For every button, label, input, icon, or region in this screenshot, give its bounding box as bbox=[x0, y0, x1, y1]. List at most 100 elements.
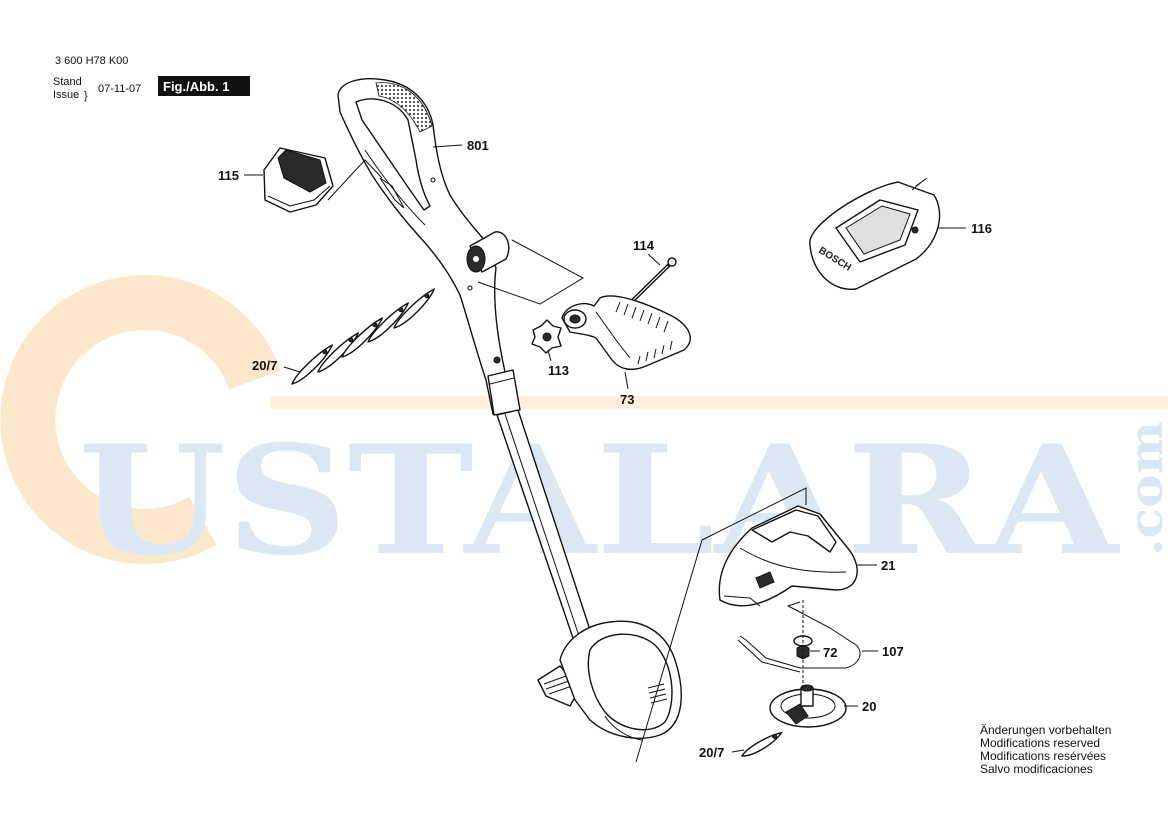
blade-5 bbox=[393, 288, 435, 329]
blade-3-hole bbox=[372, 322, 378, 328]
handle-trigger bbox=[379, 177, 405, 209]
leader-113 bbox=[547, 349, 552, 362]
charger-led bbox=[911, 226, 919, 234]
notice-line-en: Modifications reserved bbox=[980, 736, 1100, 750]
aux-handle-assembly-line bbox=[477, 239, 585, 305]
brace-glyph: } bbox=[84, 90, 88, 102]
leader-20-7-lower bbox=[731, 749, 745, 753]
shaft-collar bbox=[487, 369, 521, 416]
blade-3-shape bbox=[341, 317, 383, 358]
blade-3 bbox=[341, 317, 383, 358]
battery-terminal bbox=[277, 149, 327, 193]
callout-labels: 801 115 116 114 113 73 20/7 21 107 72 20… bbox=[218, 138, 992, 760]
battery-base-line bbox=[267, 185, 331, 207]
blade-4-shape bbox=[367, 302, 409, 343]
watermark-suffix: .com bbox=[1119, 421, 1168, 556]
guard-plate-edge bbox=[737, 639, 801, 673]
elbow-knob-hub bbox=[473, 256, 479, 262]
knob-nut-hole bbox=[542, 332, 552, 342]
guard-plate-outline bbox=[739, 601, 861, 669]
motor-base-line bbox=[604, 715, 643, 741]
issue-label: Issue bbox=[53, 89, 79, 101]
header-block: 3 600 H78 K00 Stand Issue } 07-11-07 Fig… bbox=[53, 55, 250, 102]
blade-2-shape bbox=[317, 332, 359, 373]
callout-107: 107 bbox=[882, 644, 904, 659]
part-20-7-blade-set bbox=[291, 288, 435, 385]
bolt-head bbox=[667, 257, 677, 267]
motor-cover bbox=[587, 633, 673, 731]
battery-assembly-line bbox=[327, 159, 383, 201]
callout-801: 801 bbox=[467, 138, 489, 153]
callout-21: 21 bbox=[881, 558, 895, 573]
aux-handle-grip-ridges bbox=[615, 301, 673, 365]
modifications-notice: Änderungen vorbehalten Modifications res… bbox=[980, 723, 1111, 776]
figure-badge bbox=[158, 76, 250, 96]
leader-73 bbox=[624, 371, 629, 390]
blade-disc-blade-mount bbox=[785, 703, 809, 725]
notice-line-es: Salvo modificaciones bbox=[980, 762, 1093, 776]
part-21-guard bbox=[718, 505, 858, 607]
blade-4-hole bbox=[398, 307, 404, 313]
aux-handle-body bbox=[561, 295, 691, 371]
watermark-ring bbox=[0, 274, 281, 564]
leader-20-7-upper bbox=[283, 366, 301, 373]
charger-bay-inner bbox=[845, 205, 911, 255]
cutting-head-assembly-bracket bbox=[635, 487, 807, 763]
part-73-auxiliary-handle bbox=[561, 295, 691, 371]
blade-2-hole bbox=[348, 337, 354, 343]
guard-lower-lip bbox=[723, 595, 761, 607]
document-number: 3 600 H78 K00 bbox=[55, 55, 128, 67]
body-button bbox=[493, 356, 501, 364]
callout-114: 114 bbox=[633, 238, 655, 253]
blade-4 bbox=[367, 302, 409, 343]
callout-20: 20 bbox=[862, 699, 876, 714]
part-801-trimmer-body bbox=[337, 78, 682, 741]
stand-label: Stand bbox=[53, 76, 82, 88]
part-107-guard-plate bbox=[737, 601, 861, 673]
leader-114 bbox=[647, 253, 661, 266]
blade-5-hole bbox=[424, 293, 430, 299]
callout-113: 113 bbox=[548, 363, 569, 378]
notice-line-de: Änderungen vorbehalten bbox=[980, 723, 1111, 737]
callout-20-7-upper: 20/7 bbox=[252, 358, 277, 373]
figure-label: Fig./Abb. 1 bbox=[163, 79, 229, 94]
blade-2 bbox=[317, 332, 359, 373]
blade-1-shape bbox=[291, 344, 333, 385]
part-20-blade-disc bbox=[769, 684, 847, 728]
part-113-knob-nut bbox=[531, 319, 562, 354]
aux-handle-arm-line bbox=[595, 311, 631, 359]
body-screw-1 bbox=[467, 285, 473, 291]
watermark-text: USTALARA bbox=[78, 413, 1121, 589]
callout-116: 116 bbox=[971, 221, 992, 236]
main-handle bbox=[337, 78, 519, 415]
callout-73: 73 bbox=[620, 392, 634, 407]
edge-guide-ridges bbox=[543, 675, 573, 695]
part-116-charger: BOSCH bbox=[809, 177, 941, 290]
single-blade-shape bbox=[741, 731, 783, 757]
leader-801 bbox=[432, 144, 463, 148]
single-blade-hole bbox=[772, 733, 778, 739]
guard-top-opening bbox=[751, 509, 837, 553]
blade-1-hole bbox=[322, 349, 328, 355]
blade-1 bbox=[291, 344, 333, 385]
handle-grip-texture bbox=[375, 82, 433, 133]
body-screw-2 bbox=[430, 177, 436, 183]
guard-inner-edge bbox=[739, 547, 847, 573]
blade-disc-hub-top bbox=[800, 684, 814, 692]
part-115-battery bbox=[263, 147, 334, 213]
charger-bay bbox=[835, 199, 919, 263]
callout-115: 115 bbox=[218, 168, 239, 183]
blade-5-shape bbox=[393, 288, 435, 329]
aux-handle-clamp-hole bbox=[569, 314, 581, 324]
issue-date: 07-11-07 bbox=[98, 83, 141, 95]
watermark-bar bbox=[270, 396, 1168, 409]
assembly-lines bbox=[244, 144, 966, 763]
callout-72: 72 bbox=[823, 645, 837, 660]
watermark: USTALARA .com bbox=[0, 274, 1168, 589]
shaft-collar-ring bbox=[489, 377, 515, 385]
part-20-7-single-blade bbox=[741, 731, 783, 757]
guard-rib bbox=[755, 571, 775, 589]
lower-shaft-edge bbox=[504, 413, 581, 640]
